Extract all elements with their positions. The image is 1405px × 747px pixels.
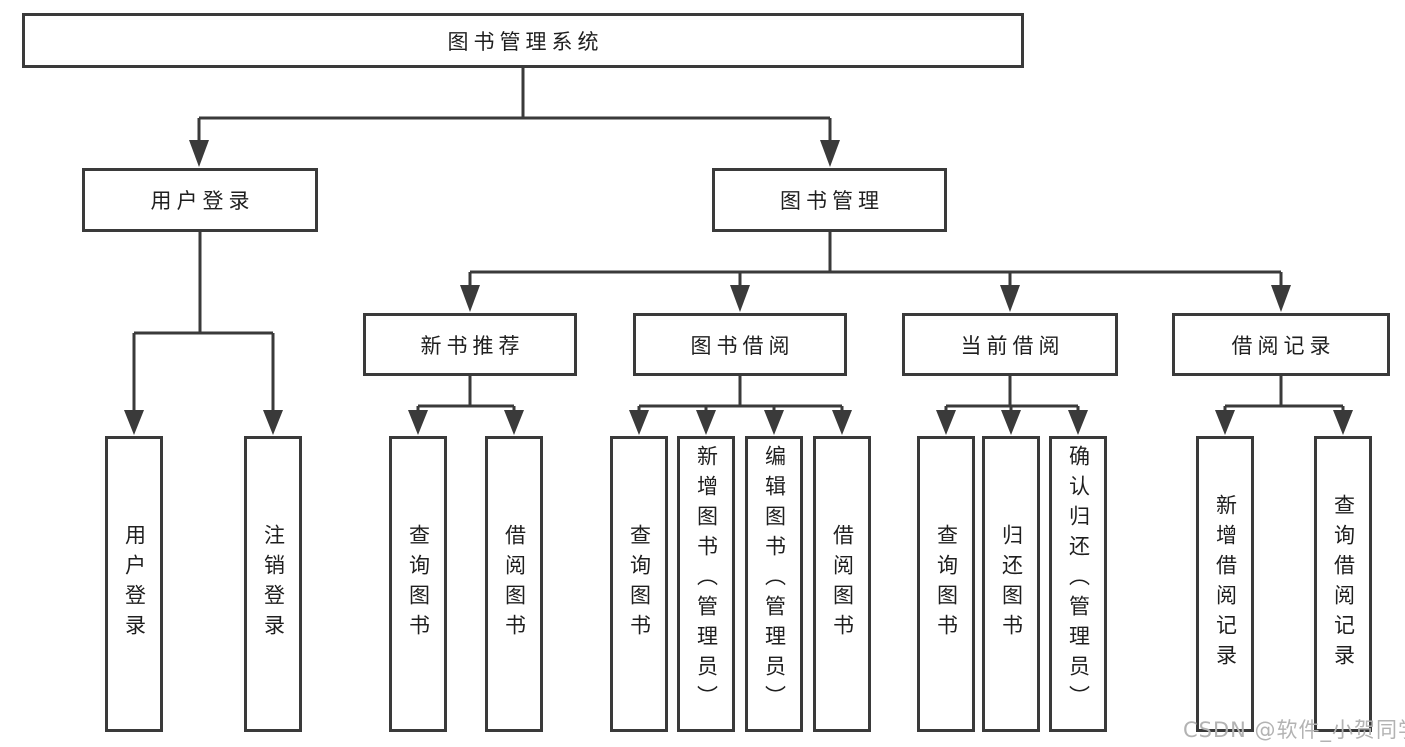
arrowhead: [696, 410, 716, 435]
node-book-borrowing: 图书借阅: [633, 313, 847, 376]
node-current-borrowing: 当前借阅: [902, 313, 1118, 376]
arrowhead: [820, 140, 840, 167]
connector-book-borrowing-children: [629, 376, 852, 435]
node-leaf-borrow-books: 借阅图书: [813, 436, 871, 732]
connector-book-management-children: [460, 232, 1291, 312]
node-leaf-query-books-current: 查询图书: [917, 436, 975, 732]
csdn-watermark: CSDN @软件_小贺同学: [1183, 718, 1405, 742]
node-root-library-management-system: 图书管理系统: [22, 13, 1024, 68]
arrowhead: [629, 410, 649, 435]
arrowhead: [263, 410, 283, 435]
node-leaf-query-books-borrowing: 查询图书: [610, 436, 668, 732]
node-book-management: 图书管理: [712, 168, 947, 232]
leaf-label: 查询借阅记录: [1331, 494, 1356, 674]
leaf-label: 新增借阅记录: [1213, 494, 1238, 674]
node-leaf-confirm-return-admin: 确认归还（管理员）: [1049, 436, 1107, 732]
arrowhead: [1333, 410, 1353, 435]
leaf-label: 注销登录: [261, 524, 286, 644]
connector-new-book-children: [408, 376, 524, 435]
leaf-label: 借阅图书: [830, 524, 855, 644]
arrowhead: [1001, 410, 1021, 435]
arrowhead: [189, 140, 209, 167]
node-leaf-return-books: 归还图书: [982, 436, 1040, 732]
leaf-label: 查询图书: [934, 524, 959, 644]
arrowhead: [1068, 410, 1088, 435]
leaf-label: 查询图书: [627, 524, 652, 644]
arrowhead: [1215, 410, 1235, 435]
node-leaf-add-borrow-record: 新增借阅记录: [1196, 436, 1254, 732]
node-user-login: 用户登录: [82, 168, 318, 232]
connector-borrowing-records-children: [1215, 376, 1353, 435]
connector-user-login-children: [124, 232, 283, 435]
leaf-label: 新增图书（管理员）: [694, 445, 719, 715]
arrowhead: [764, 410, 784, 435]
node-borrowing-records: 借阅记录: [1172, 313, 1390, 376]
node-leaf-query-books-recommend: 查询图书: [389, 436, 447, 732]
node-leaf-add-books-admin: 新增图书（管理员）: [677, 436, 735, 732]
leaf-label: 确认归还（管理员）: [1066, 445, 1091, 715]
leaf-label: 编辑图书（管理员）: [762, 445, 787, 715]
connector-root-to-level2: [189, 68, 840, 167]
connector-current-borrowing-children: [936, 376, 1088, 435]
arrowhead: [936, 410, 956, 435]
node-new-book-recommendation: 新书推荐: [363, 313, 577, 376]
node-leaf-logout: 注销登录: [244, 436, 302, 732]
arrowhead: [1000, 285, 1020, 312]
node-leaf-user-login: 用户登录: [105, 436, 163, 732]
node-leaf-query-borrow-record: 查询借阅记录: [1314, 436, 1372, 732]
arrowhead: [504, 410, 524, 435]
arrowhead: [832, 410, 852, 435]
node-leaf-borrow-books-recommend: 借阅图书: [485, 436, 543, 732]
leaf-label: 用户登录: [122, 524, 147, 644]
leaf-label: 借阅图书: [502, 524, 527, 644]
arrowhead: [1271, 285, 1291, 312]
arrowhead: [408, 410, 428, 435]
leaf-label: 归还图书: [999, 524, 1024, 644]
node-leaf-edit-books-admin: 编辑图书（管理员）: [745, 436, 803, 732]
arrowhead: [730, 285, 750, 312]
leaf-label: 查询图书: [406, 524, 431, 644]
arrowhead: [460, 285, 480, 312]
arrowhead: [124, 410, 144, 435]
